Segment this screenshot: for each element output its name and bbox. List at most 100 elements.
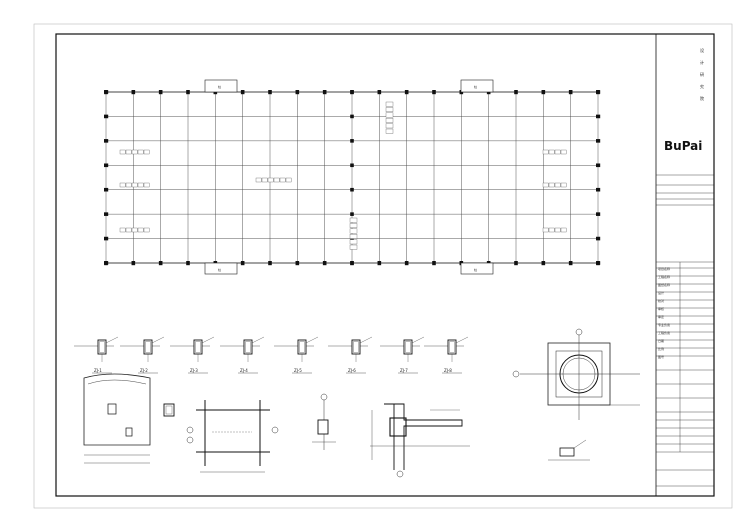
- callout-tag: [554, 149, 561, 155]
- callout-tag: [131, 227, 138, 233]
- detail-label: ZJ-4: [240, 368, 248, 373]
- stair-label: 柱: [474, 84, 477, 89]
- column-mark: [268, 90, 272, 95]
- column-mark: [104, 163, 109, 168]
- column-mark: [568, 90, 573, 95]
- arch-line: [87, 379, 147, 385]
- column-mark: [596, 90, 601, 94]
- detail-label: ZJ-6: [348, 368, 356, 373]
- callout-tag: [385, 112, 394, 118]
- callout-tag: [119, 182, 126, 188]
- callout-tag: [560, 227, 567, 233]
- section-rebar: [449, 341, 455, 353]
- column-mark: [404, 90, 409, 95]
- leader-line: [305, 336, 319, 344]
- stair-box: [204, 262, 238, 275]
- column-mark: [268, 261, 272, 266]
- column-mark: [104, 114, 109, 119]
- title-block-label: 工程负责: [658, 330, 670, 335]
- callout-tag: [560, 182, 567, 188]
- circular-column-detail: [512, 328, 640, 420]
- column-mark: [568, 261, 573, 266]
- column-mark: [350, 90, 354, 94]
- column-mark: [514, 261, 518, 266]
- section-outline: [143, 339, 153, 355]
- leader-line: [201, 336, 215, 344]
- column-mark: [596, 187, 601, 192]
- section-outline: [447, 339, 457, 355]
- callout-tag: [143, 182, 150, 188]
- column-mark: [596, 236, 601, 241]
- column-mark: [432, 90, 436, 95]
- section-outline: [97, 339, 107, 355]
- column-mark: [350, 163, 354, 168]
- title-block-label: 设计: [658, 290, 664, 295]
- leader-line: [411, 336, 425, 344]
- callout-tag: [349, 239, 358, 245]
- column-section: [163, 403, 175, 417]
- stair-label: 柱: [218, 84, 221, 89]
- callout-tag: [279, 177, 286, 183]
- callout-tag: [548, 182, 555, 188]
- column-mark: [350, 114, 354, 119]
- small-beam-detail: [548, 439, 590, 461]
- axis-bubble: [512, 370, 520, 378]
- company-char: 设: [700, 47, 704, 53]
- leader-line: [359, 336, 373, 344]
- column-mark: [596, 261, 601, 265]
- stair-box: [460, 262, 494, 275]
- detail-label: ZJ-8: [444, 368, 452, 373]
- section-rebar: [405, 341, 411, 353]
- column-mark: [131, 261, 136, 266]
- column-mark: [541, 90, 546, 95]
- title-block-label: 工程名称: [658, 274, 670, 279]
- opening: [107, 403, 117, 415]
- column-mark: [350, 261, 354, 265]
- leader-line: [105, 336, 119, 344]
- stair-box: [204, 79, 238, 93]
- callout-tag: [267, 177, 274, 183]
- column-mark: [432, 261, 436, 266]
- callout-tag: [125, 227, 132, 233]
- logo-text: BuPai: [664, 139, 702, 153]
- leader-line: [251, 336, 265, 344]
- column-mark: [104, 236, 109, 241]
- section-rebar: [195, 341, 201, 353]
- leader-line: [455, 336, 469, 344]
- column-mark: [240, 90, 245, 95]
- company-char: 院: [700, 95, 704, 101]
- column-mark: [104, 261, 109, 265]
- callout-tag: [554, 227, 561, 233]
- detail-label: ZJ-7: [400, 368, 408, 373]
- detail-label: ZJ-1: [94, 368, 102, 373]
- section-outline: [297, 339, 307, 355]
- section-rebar: [245, 341, 251, 353]
- callout-tag: [119, 149, 126, 155]
- column-mark: [104, 139, 109, 143]
- column-mark: [322, 90, 327, 95]
- callout-tag: [548, 149, 555, 155]
- callout-tag: [119, 227, 126, 233]
- callout-tag: [131, 182, 138, 188]
- section-outline: [351, 339, 361, 355]
- column-mark: [104, 212, 109, 216]
- column-mark: [377, 90, 382, 95]
- callout-tag: [385, 107, 394, 112]
- title-block-label: 专业负责: [658, 322, 670, 327]
- column-mark: [240, 261, 245, 266]
- column-rebar: [165, 405, 173, 415]
- column-mark: [350, 212, 354, 216]
- callout-tag: [542, 227, 549, 233]
- elevation-outline: [83, 373, 151, 446]
- callout-tag: [349, 223, 358, 228]
- callout-tag: [261, 177, 268, 183]
- company-char: 研: [700, 72, 704, 77]
- callout-tag: [137, 227, 144, 233]
- title-block-label: 图纸名称: [658, 282, 670, 287]
- column-mark: [295, 90, 300, 95]
- column-mark: [596, 139, 601, 143]
- callout-tag: [349, 234, 358, 239]
